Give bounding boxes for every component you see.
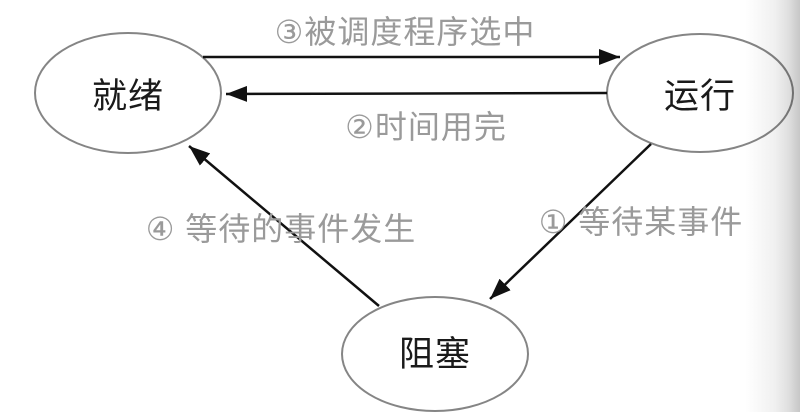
node-label-ready: 就绪 — [91, 76, 164, 116]
edge-arrow-1-running-to-blocked — [489, 143, 652, 300]
edge-label-3-selected-by-scheduler: ③被调度程序选中 — [274, 14, 536, 50]
edge-label-1-wait-for-event: ① 等待某事件 — [538, 204, 744, 240]
node-ellipse-ready — [34, 32, 222, 154]
node-label-running: 运行 — [663, 76, 736, 116]
edge-arrow-4-blocked-to-ready — [188, 145, 380, 307]
edge-arrow-2-running-to-ready — [225, 85, 608, 102]
edge-label-2-time-used-up: ②时间用完 — [345, 109, 507, 145]
node-ellipse-blocked — [341, 296, 529, 412]
node-label-blocked: 阻塞 — [398, 335, 471, 374]
edge-label-4-awaited-event-occurs: ④ 等待的事件发生 — [145, 211, 417, 247]
